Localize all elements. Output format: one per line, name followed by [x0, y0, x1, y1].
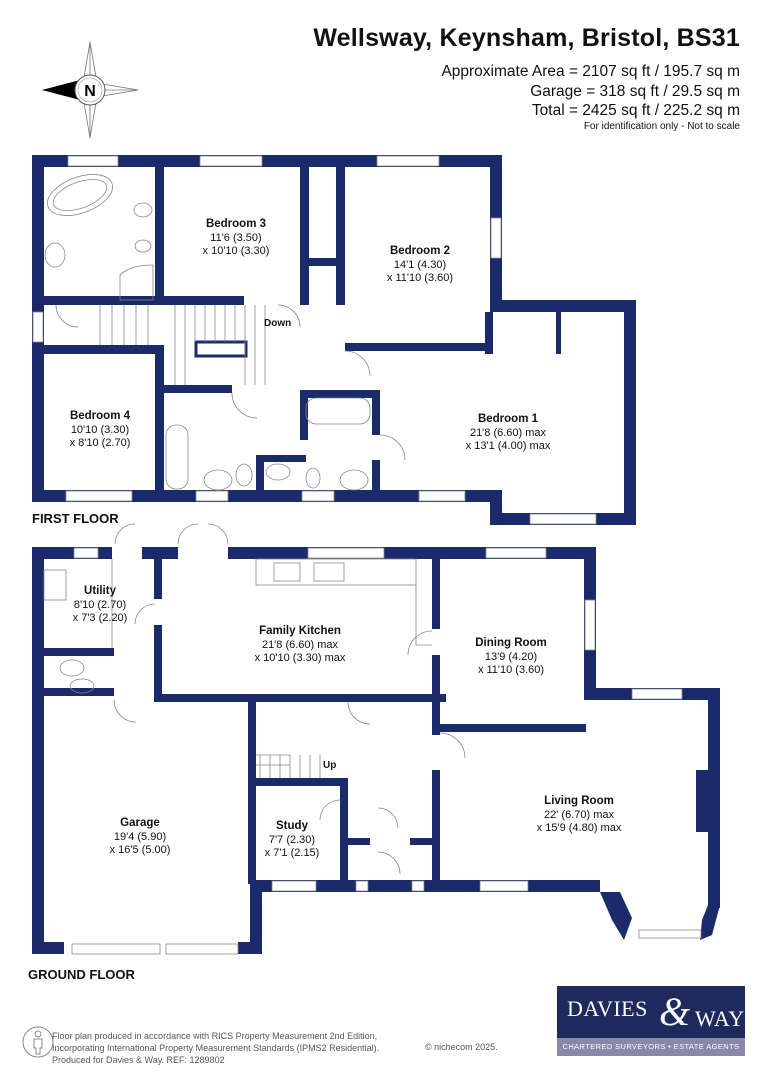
- room-dim: 21'8 (6.60) max: [261, 638, 339, 651]
- footer-line: Incorporating International Property Mea…: [52, 1043, 380, 1053]
- room-utility: Utility 8'10 (2.70) x 7'3 (2.20): [73, 585, 128, 626]
- room-dim: x 16'5 (5.00): [109, 844, 171, 856]
- room-dim: x 13'1 (4.00) max: [465, 440, 551, 452]
- room-dim: 21'8 (6.60) max: [469, 426, 547, 439]
- logo-banner: DAVIES & WAY: [557, 986, 745, 1038]
- room-dim: 14'1 (4.30): [393, 258, 447, 271]
- room-name: Utility: [84, 585, 116, 597]
- room-dim: 13'9 (4.20): [484, 650, 538, 663]
- room-name: Bedroom 3: [205, 218, 267, 230]
- room-bedroom-3: Bedroom 3 11'6 (3.50) x 10'10 (3.30): [203, 218, 270, 259]
- room-dim: x 7'1 (2.15): [264, 847, 320, 859]
- footer-notes: Floor plan produced in accordance with R…: [52, 1030, 379, 1066]
- room-name: Living Room: [544, 795, 614, 807]
- garage-area: Garage = 318 sq ft / 29.5 sq m: [530, 82, 740, 100]
- room-name: Study: [276, 820, 308, 832]
- logo-ampersand: &: [659, 989, 691, 1034]
- room-living-room: Living Room 22' (6.70) max x 15'9 (4.80)…: [537, 795, 622, 836]
- room-name: Family Kitchen: [259, 625, 341, 637]
- room-dim: 22' (6.70) max: [544, 808, 614, 821]
- total-area: Total = 2425 sq ft / 225.2 sq m: [531, 102, 740, 119]
- footer-line: Produced for Davies & Way. REF: 1289802: [52, 1055, 225, 1065]
- room-dim: 19'4 (5.90): [113, 830, 167, 843]
- room-dim: x 7'3 (2.20): [72, 612, 128, 624]
- copyright-text: © nichecom 2025.: [425, 1042, 498, 1052]
- approximate-area: Approximate Area = 2107 sq ft / 195.7 sq…: [441, 63, 740, 80]
- room-name: Bedroom 2: [389, 245, 451, 257]
- stair-up-label: Up: [323, 760, 337, 771]
- room-garage: Garage 19'4 (5.90) x 16'5 (5.00): [110, 817, 171, 858]
- room-family-kitchen: Family Kitchen 21'8 (6.60) max x 10'10 (…: [255, 625, 346, 666]
- room-dim: x 11'10 (3.60): [477, 664, 545, 676]
- logo-word-davies: DAVIES: [567, 996, 648, 1021]
- logo-word-way: WAY: [695, 1006, 745, 1031]
- room-dim: 11'6 (3.50): [210, 231, 262, 244]
- room-dim: 8'10 (2.70): [73, 598, 127, 611]
- scale-disclaimer: For identification only - Not to scale: [583, 121, 740, 132]
- area-summary: Approximate Area = 2107 sq ft / 195.7 sq…: [441, 62, 740, 121]
- room-name: Bedroom 4: [69, 410, 131, 422]
- room-dim: x 10'10 (3.30) max: [254, 652, 346, 664]
- room-bedroom-4: Bedroom 4 10'10 (3.30) x 8'10 (2.70): [70, 410, 131, 451]
- room-dim: x 8'10 (2.70): [69, 437, 131, 449]
- davies-way-logo: DAVIES & WAY CHARTERED SURVEYORS • ESTAT…: [557, 986, 745, 1058]
- room-bedroom-2: Bedroom 2 14'1 (4.30) x 11'10 (3.60): [387, 245, 453, 286]
- room-study: Study 7'7 (2.30) x 7'1 (2.15): [265, 820, 320, 861]
- room-dim: x 10'10 (3.30): [202, 245, 270, 257]
- footer-line: Floor plan produced in accordance with R…: [52, 1031, 378, 1041]
- compass-rose-icon: N: [42, 41, 139, 139]
- room-name: Dining Room: [475, 637, 547, 649]
- room-dim: 7'7 (2.30): [268, 833, 316, 846]
- room-dim: x 11'10 (3.60): [386, 272, 454, 284]
- room-dim: x 15'9 (4.80) max: [536, 822, 622, 834]
- room-dining-room: Dining Room 13'9 (4.20) x 11'10 (3.60): [475, 637, 547, 678]
- stair-down-label: Down: [264, 318, 292, 329]
- ground-floor-label: GROUND FLOOR: [28, 967, 135, 982]
- first-floor-label: FIRST FLOOR: [32, 511, 119, 526]
- room-name: Garage: [120, 817, 160, 829]
- room-name: Bedroom 1: [477, 413, 539, 425]
- person-measure-icon: [22, 1026, 54, 1058]
- room-dim: 10'10 (3.30): [70, 423, 130, 436]
- logo-tagline: CHARTERED SURVEYORS • ESTATE AGENTS: [557, 1038, 745, 1056]
- north-label: N: [84, 83, 96, 100]
- property-title: Wellsway, Keynsham, Bristol, BS31: [313, 24, 740, 52]
- room-bedroom-1: Bedroom 1 21'8 (6.60) max x 13'1 (4.00) …: [466, 413, 551, 454]
